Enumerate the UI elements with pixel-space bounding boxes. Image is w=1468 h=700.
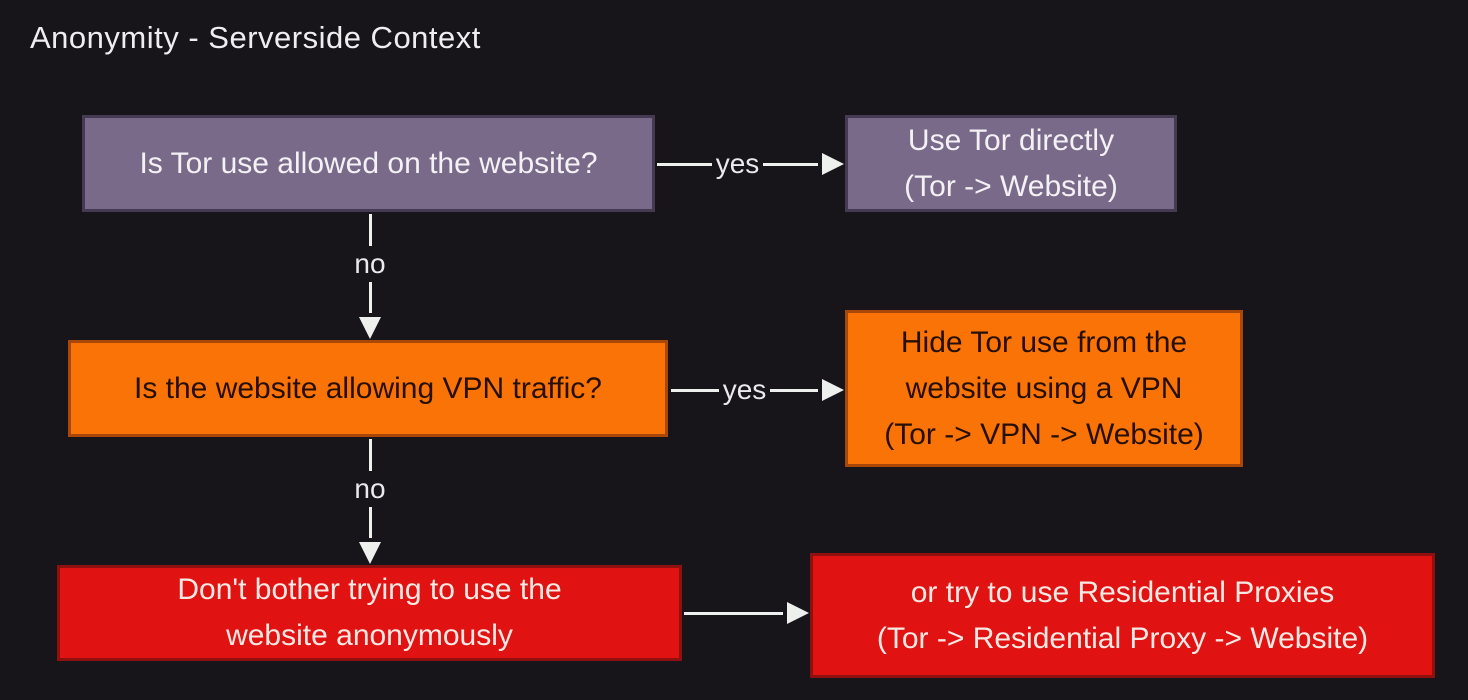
diagram-title: Anonymity - Serverside Context	[30, 20, 481, 55]
node-text-line: Is Tor use allowed on the website?	[139, 146, 598, 180]
edge-yes-vpn: yes	[671, 374, 845, 406]
node-question-tor-allowed: Is Tor use allowed on the website?	[82, 115, 655, 212]
edge-line	[684, 611, 783, 615]
node-terminal-residential-proxies: or try to use Residential Proxies (Tor -…	[810, 553, 1435, 678]
edge-label-yes: yes	[715, 148, 760, 179]
node-text-line: (Tor -> Residential Proxy -> Website)	[876, 621, 1369, 655]
node-answer-hide-tor-vpn: Hide Tor use from the website using a VP…	[845, 310, 1243, 467]
arrowhead-right-icon	[787, 602, 809, 624]
node-text-line: Don't bother trying to use the	[177, 573, 562, 606]
edge-line	[368, 281, 372, 313]
edge-line	[657, 162, 712, 166]
arrowhead-down-icon	[359, 317, 381, 339]
edge-line	[671, 388, 719, 392]
node-text-line: website using a VPN	[905, 371, 1183, 405]
arrowhead-right-icon	[822, 379, 845, 401]
node-answer-use-tor-directly: Use Tor directly (Tor -> Website)	[845, 115, 1177, 212]
edge-line	[368, 439, 372, 471]
node-text-line: website anonymously	[226, 619, 513, 652]
edge-line	[770, 388, 819, 392]
node-text-line: Hide Tor use from the	[900, 325, 1188, 359]
edge-to-residential-proxies	[684, 597, 809, 629]
arrowhead-down-icon	[359, 542, 381, 564]
node-text-line: or try to use Residential Proxies	[910, 575, 1335, 609]
node-text-line: Use Tor directly	[907, 123, 1115, 157]
edge-label-no: no	[354, 247, 386, 279]
edge-line	[368, 506, 372, 538]
arrowhead-right-icon	[822, 153, 845, 175]
node-text-line: (Tor -> Website)	[904, 169, 1118, 203]
node-question-vpn-allowed: Is the website allowing VPN traffic?	[68, 340, 668, 437]
node-text-line: Is the website allowing VPN traffic?	[133, 371, 602, 405]
edge-no-vpn: no	[354, 439, 386, 564]
edge-line	[763, 162, 819, 166]
edge-label-no: no	[354, 472, 386, 504]
edge-label-yes: yes	[722, 374, 767, 405]
node-text-line: (Tor -> VPN -> Website)	[884, 417, 1204, 451]
edge-line	[368, 214, 372, 246]
node-terminal-dont-bother: Don't bother trying to use the website a…	[57, 565, 682, 661]
edge-yes-tor: yes	[657, 148, 845, 180]
edge-no-tor: no	[354, 214, 386, 339]
